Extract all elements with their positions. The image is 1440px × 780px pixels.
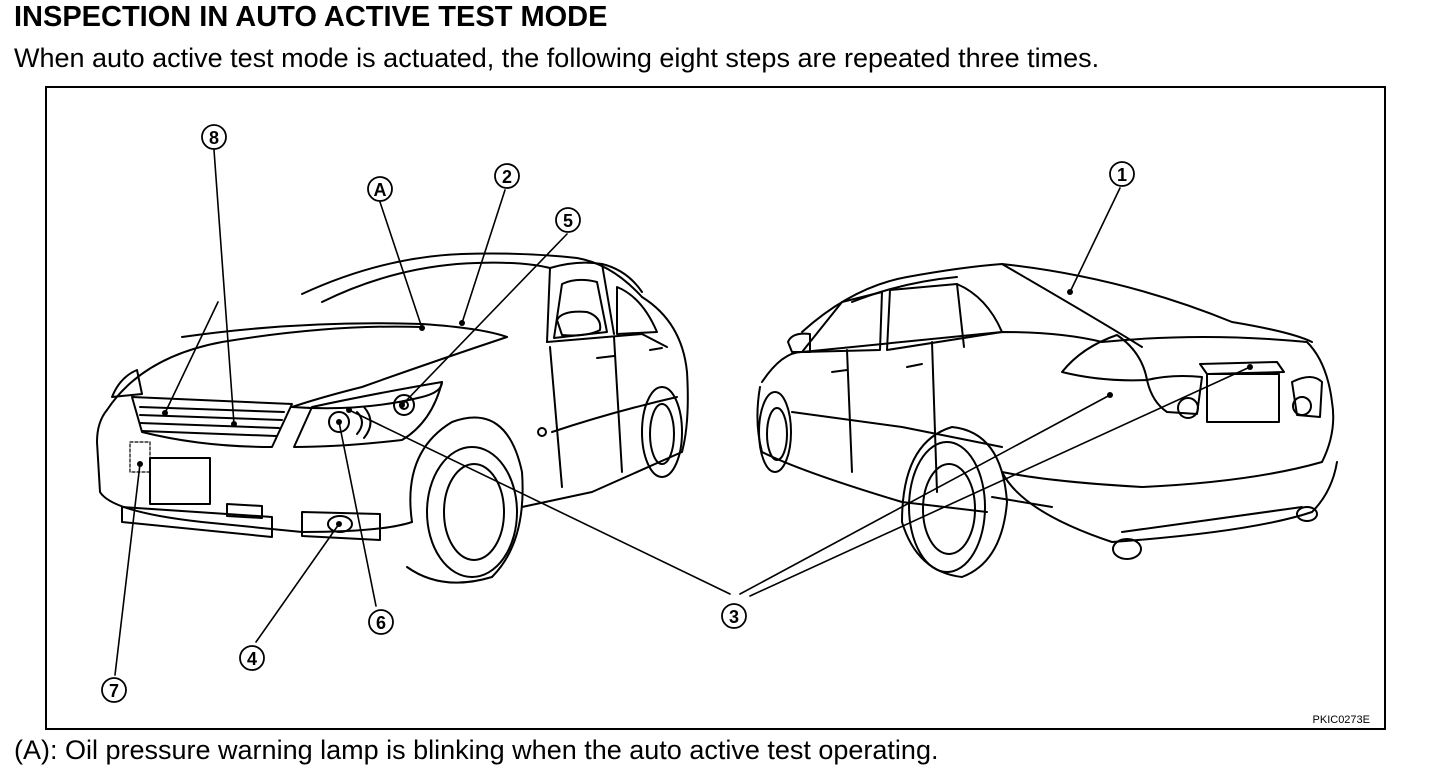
callout-A-label: A — [374, 180, 387, 200]
callout-8: 8 — [201, 124, 227, 150]
intro-text: When auto active test mode is actuated, … — [14, 43, 1100, 73]
callout-2: 2 — [494, 163, 520, 189]
callout-2-label: 2 — [502, 167, 512, 187]
callout-markers: 8 A 2 5 1 3 6 — [101, 124, 1135, 703]
front-view-car — [96, 252, 689, 584]
callout-5-label: 5 — [563, 211, 573, 231]
callout-4-label: 4 — [247, 649, 257, 669]
callout-3: 3 — [721, 603, 747, 629]
vehicle-illustration-figure: 8 A 2 5 1 3 6 — [45, 86, 1386, 730]
callout-1-label: 1 — [1117, 165, 1127, 185]
callout-6: 6 — [368, 609, 394, 635]
callout-6-label: 6 — [376, 613, 386, 633]
figure-code: PKIC0273E — [1312, 714, 1370, 726]
callout-5: 5 — [555, 207, 581, 233]
rear-view-car — [756, 263, 1338, 578]
callout-leader-lines — [114, 149, 1251, 676]
callout-target-dots — [137, 289, 1253, 527]
callout-1: 1 — [1109, 161, 1135, 187]
hidden-component-outline — [129, 441, 151, 473]
callout-4: 4 — [239, 645, 265, 671]
page-title: INSPECTION IN AUTO ACTIVE TEST MODE — [14, 1, 608, 33]
callout-7-label: 7 — [109, 681, 119, 701]
footnote: (A): Oil pressure warning lamp is blinki… — [14, 735, 939, 765]
vehicle-illustration: 8 A 2 5 1 3 6 — [96, 124, 1338, 703]
callout-3-label: 3 — [729, 607, 739, 627]
callout-A: A — [367, 176, 393, 202]
callout-7: 7 — [101, 677, 127, 703]
callout-8-label: 8 — [209, 128, 219, 148]
